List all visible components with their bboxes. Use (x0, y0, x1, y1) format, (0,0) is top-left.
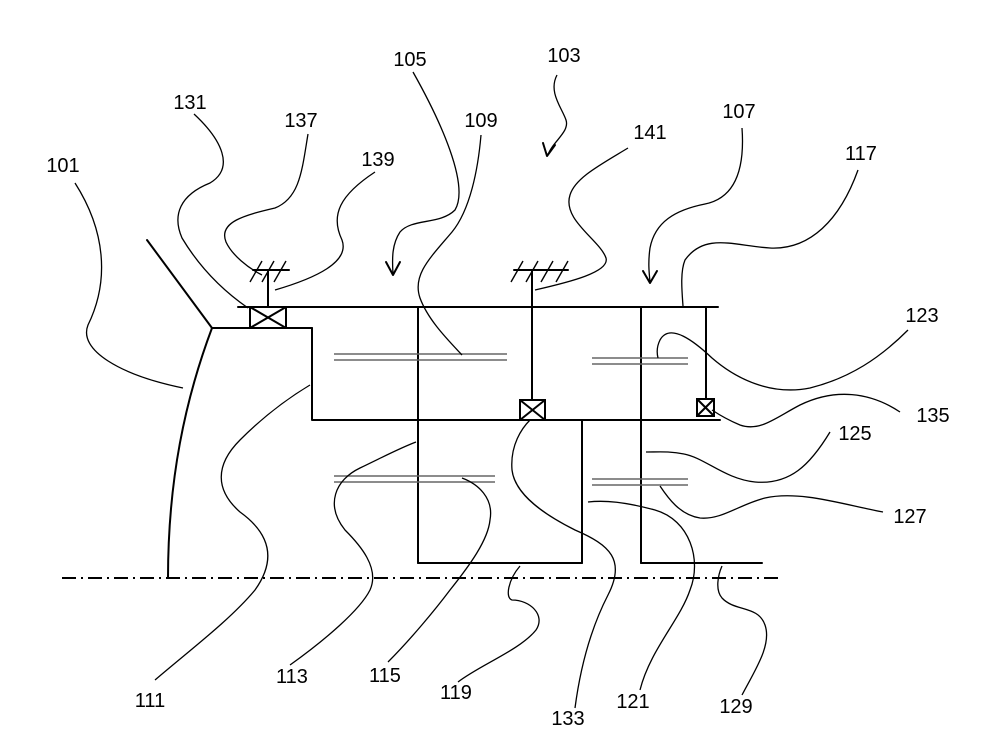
label-123: 123 (905, 305, 938, 327)
leader-125 (646, 432, 830, 482)
label-127: 127 (893, 506, 926, 528)
leader-139 (275, 172, 375, 290)
label-107: 107 (722, 101, 755, 123)
label-141: 141 (633, 122, 666, 144)
leader-115 (388, 478, 491, 662)
leader-131 (178, 114, 248, 308)
gear-sun-115 (334, 476, 495, 482)
label-133: 133 (551, 708, 584, 730)
label-113: 113 (276, 666, 308, 688)
leader-123 (657, 330, 908, 390)
input-curve-left (168, 328, 212, 578)
leader-129 (718, 566, 767, 695)
gear-ring-109 (334, 354, 507, 360)
leader-137 (225, 134, 308, 275)
leader-lines (75, 72, 908, 708)
label-115: 115 (369, 665, 401, 687)
label-135: 135 (916, 405, 949, 427)
label-131: 131 (173, 92, 206, 114)
label-105: 105 (393, 49, 426, 71)
label-101: 101 (46, 155, 79, 177)
label-121: 121 (616, 691, 649, 713)
label-119: 119 (440, 682, 472, 704)
label-137: 137 (284, 110, 317, 132)
shaft-121 (582, 420, 720, 563)
label-125: 125 (838, 423, 871, 445)
input-diagonal-line (147, 240, 212, 328)
leader-111 (155, 385, 310, 680)
shaft-111 (312, 328, 520, 420)
leader-105-arrow (393, 72, 459, 274)
leader-101 (75, 183, 183, 388)
label-139: 139 (361, 149, 394, 171)
leader-127 (660, 486, 883, 518)
label-111: 111 (135, 690, 165, 712)
label-109: 109 (464, 110, 497, 132)
leader-107-arrow (649, 128, 743, 282)
leader-109 (418, 135, 481, 355)
clutch-133 (520, 400, 545, 420)
clutch-135 (697, 399, 714, 416)
leader-117 (682, 170, 858, 306)
ground-symbol-141 (511, 261, 568, 282)
leader-135 (712, 394, 900, 427)
hidden-lines (418, 307, 641, 563)
label-103: 103 (547, 45, 580, 67)
ground-symbol-137 (250, 261, 289, 307)
leader-103-arrow (548, 75, 567, 155)
leader-119 (458, 566, 539, 682)
bearing-131 (250, 307, 286, 328)
label-129: 129 (719, 696, 752, 718)
label-117: 117 (845, 143, 877, 165)
